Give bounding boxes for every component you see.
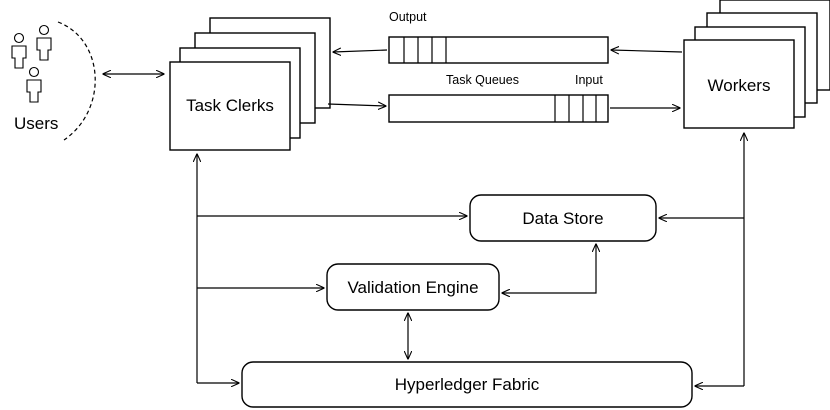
data-store-box (469, 194, 657, 242)
data-store-label: Data Store (522, 209, 603, 228)
output-clerks-arrow (333, 50, 388, 52)
output-label: Output (389, 10, 427, 24)
workers-output-arrow (611, 50, 683, 52)
validation-engine-label: Validation Engine (347, 278, 478, 297)
users-boundary (57, 21, 96, 141)
validation-engine-box (326, 263, 500, 311)
task-queues-label: Task Queues (446, 73, 519, 87)
output-queue (388, 36, 609, 64)
users-icon (11, 24, 52, 103)
hyperledger-fabric-label: Hyperledger Fabric (395, 375, 540, 394)
workers-label: Workers (708, 76, 771, 95)
users-label: Users (14, 114, 58, 133)
clerks-input-arrow (327, 104, 386, 106)
task-clerks-stack (169, 17, 331, 151)
hyperledger-fabric-box (241, 361, 693, 408)
input-label: Input (575, 73, 603, 87)
task-clerks-label: Task Clerks (186, 96, 274, 115)
input-queue (388, 94, 609, 123)
workers-stack (683, 0, 830, 129)
validation-datastore-arrow (502, 244, 596, 293)
